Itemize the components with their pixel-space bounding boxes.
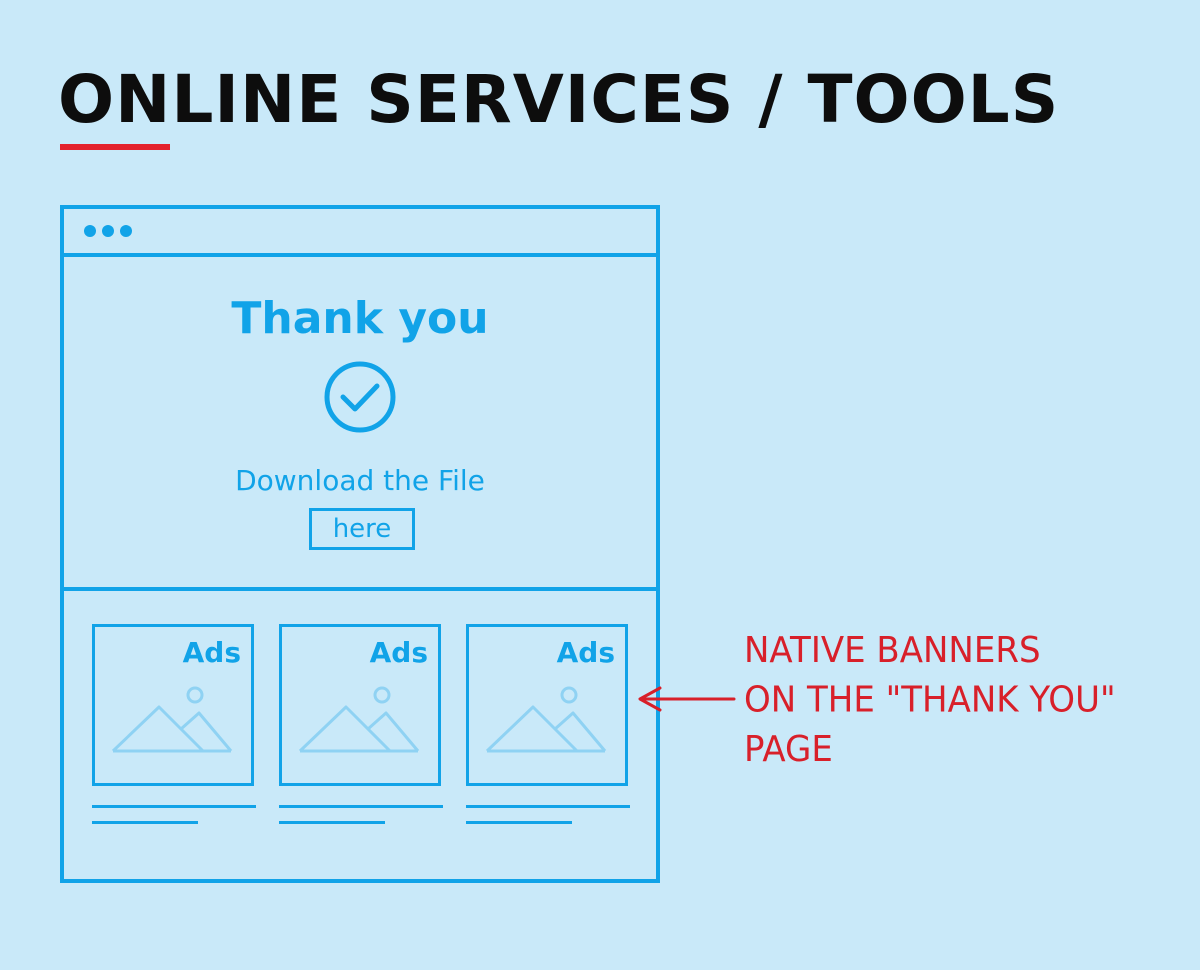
page-title: ONLINE SERVICES / TOOLS bbox=[58, 61, 1060, 138]
check-circle-icon bbox=[324, 361, 396, 433]
here-download-button[interactable]: here bbox=[309, 508, 415, 550]
native-ad-banner[interactable]: Ads bbox=[92, 624, 254, 786]
image-placeholder-icon bbox=[485, 686, 607, 753]
window-dot bbox=[84, 225, 96, 237]
ad-label: Ads bbox=[182, 636, 241, 669]
native-ad-banner[interactable]: Ads bbox=[279, 624, 441, 786]
ad-caption-line bbox=[279, 821, 385, 824]
window-dot bbox=[120, 225, 132, 237]
ad-caption-line bbox=[279, 805, 443, 808]
native-ad-banner[interactable]: Ads bbox=[466, 624, 628, 786]
ad-caption-line bbox=[92, 805, 256, 808]
annotation-note: NATIVE BANNERS ON THE "THANK YOU" PAGE bbox=[744, 626, 1116, 774]
browser-window-mockup: Thank you Download the File here Ads Ads bbox=[60, 205, 660, 883]
ad-caption-line bbox=[466, 821, 572, 824]
annotation-line: PAGE bbox=[744, 728, 833, 771]
browser-title-bar bbox=[64, 209, 656, 257]
annotation-line: NATIVE BANNERS bbox=[744, 629, 1041, 672]
title-underline bbox=[60, 144, 170, 150]
annotation-line: ON THE "THANK YOU" bbox=[744, 678, 1116, 721]
ad-label: Ads bbox=[556, 636, 615, 669]
window-dot bbox=[102, 225, 114, 237]
ad-label: Ads bbox=[369, 636, 428, 669]
thank-you-panel: Thank you Download the File here bbox=[64, 257, 656, 591]
image-placeholder-icon bbox=[111, 686, 233, 753]
arrow-left-icon bbox=[638, 686, 736, 712]
download-text: Download the File bbox=[235, 464, 485, 497]
ad-caption-line bbox=[92, 821, 198, 824]
thank-you-heading: Thank you bbox=[231, 293, 489, 344]
image-placeholder-icon bbox=[298, 686, 420, 753]
ad-caption-line bbox=[466, 805, 630, 808]
